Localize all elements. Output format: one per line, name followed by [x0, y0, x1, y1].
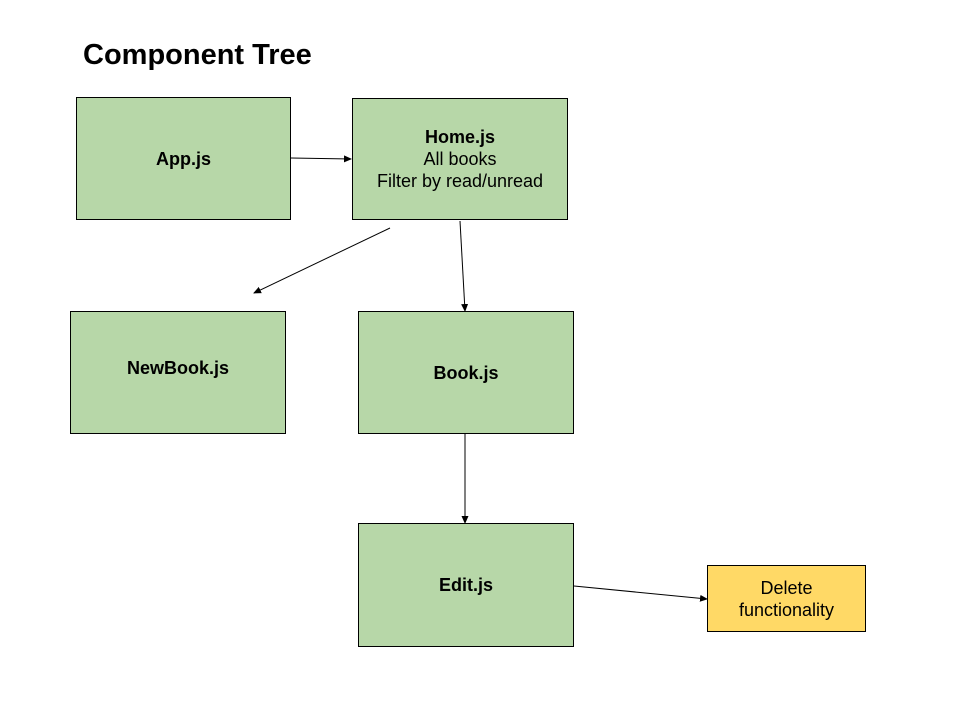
node-home-line-2: Filter by read/unread: [376, 171, 544, 191]
node-delete-line-1: Delete: [760, 577, 813, 598]
arrow-app-to-home: [290, 155, 352, 163]
node-edit: Edit.js: [358, 523, 574, 647]
node-home-line-1: All books: [423, 149, 497, 169]
node-delete-line-2: functionality: [738, 599, 835, 620]
node-home-label: Home.js: [424, 127, 496, 147]
node-book: Book.js: [358, 311, 574, 434]
node-app-label: App.js: [155, 148, 211, 169]
arrow-home-to-newbook: [253, 227, 391, 294]
node-app: App.js: [76, 97, 291, 220]
node-delete: Delete functionality: [707, 565, 866, 632]
arrow-home-to-book: [459, 220, 469, 312]
node-edit-label: Edit.js: [438, 575, 493, 595]
node-home: Home.js All books Filter by read/unread: [352, 98, 568, 220]
node-book-label: Book.js: [433, 362, 499, 383]
node-newbook: NewBook.js: [70, 311, 286, 434]
node-newbook-label: NewBook.js: [126, 357, 230, 378]
diagram-title: Component Tree: [83, 39, 312, 71]
arrow-edit-to-delete: [573, 585, 708, 602]
